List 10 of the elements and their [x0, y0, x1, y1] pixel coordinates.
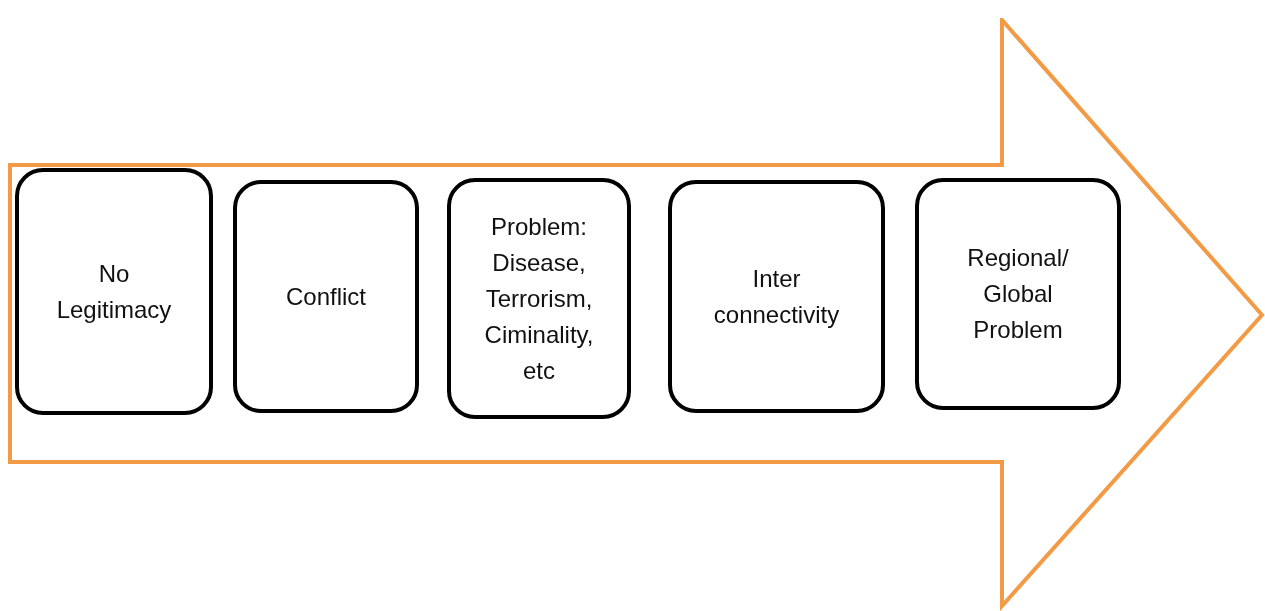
process-box	[668, 180, 885, 413]
box-label: Regional/ Global Problem	[966, 243, 1070, 345]
box-label: No Legitimacy	[55, 258, 173, 325]
process-box	[233, 180, 419, 413]
box-label: Inter connectivity	[712, 263, 841, 330]
process-box	[15, 168, 213, 415]
process-box	[915, 178, 1121, 410]
box-label: Conflict	[286, 281, 366, 312]
process-box	[447, 178, 631, 419]
box-label: Problem: Disease, Terrorism, Ciminality, etc	[483, 211, 595, 386]
